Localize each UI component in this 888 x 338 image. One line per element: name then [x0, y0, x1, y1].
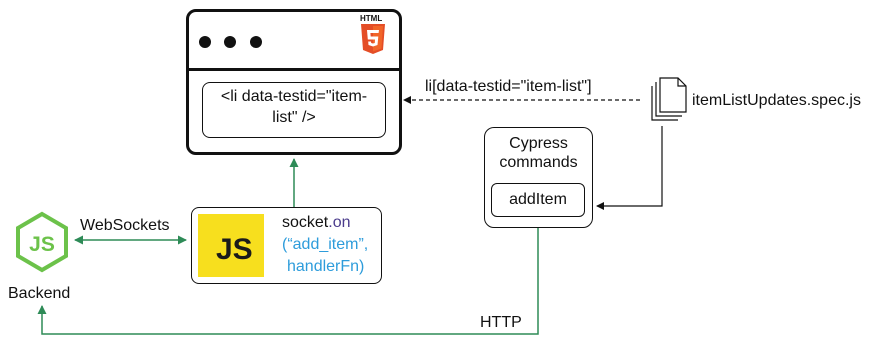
javascript-icon: JS [198, 214, 264, 277]
cypress-commands-box: Cypress commands addItem [484, 127, 593, 228]
socket-handler-box: JS socket.on (“add_item”, handlerFn) [191, 207, 382, 284]
javascript-logo-text: JS [216, 233, 253, 266]
on-method: .on [328, 214, 351, 231]
window-dot-icon [250, 36, 262, 48]
socket-identifier: socket [282, 214, 329, 231]
list-item-element: <li data-testid="item-list" /> [202, 82, 386, 138]
svg-text:JS: JS [29, 233, 55, 256]
backend-label: Backend [8, 285, 71, 302]
browser-window: HTML <li data-testid="item-list" /> [186, 9, 402, 155]
window-dot-icon [224, 36, 236, 48]
cypress-commands-title: Cypress commands [499, 135, 578, 171]
add-item-command: addItem [491, 183, 585, 217]
html5-badge-label: HTML [360, 14, 383, 23]
browser-title-bar: HTML [189, 12, 399, 71]
html5-icon [361, 24, 385, 54]
nodejs-icon: JS [16, 211, 68, 273]
selector-label: li[data-testid="item-list"] [425, 78, 592, 95]
websockets-label: WebSockets [80, 217, 170, 234]
document-stack-icon [651, 77, 687, 121]
socket-on-code: socket.on [282, 214, 351, 232]
handler-args-line1: (“add_item”, [282, 236, 369, 253]
handler-args-line2: handlerFn) [287, 258, 365, 275]
http-arrow [37, 228, 539, 335]
window-dot-icon [199, 36, 211, 48]
spec-to-command-arrow [596, 126, 663, 210]
spec-file-name: itemListUpdates.spec.js [692, 92, 861, 109]
http-label: HTTP [480, 314, 522, 331]
